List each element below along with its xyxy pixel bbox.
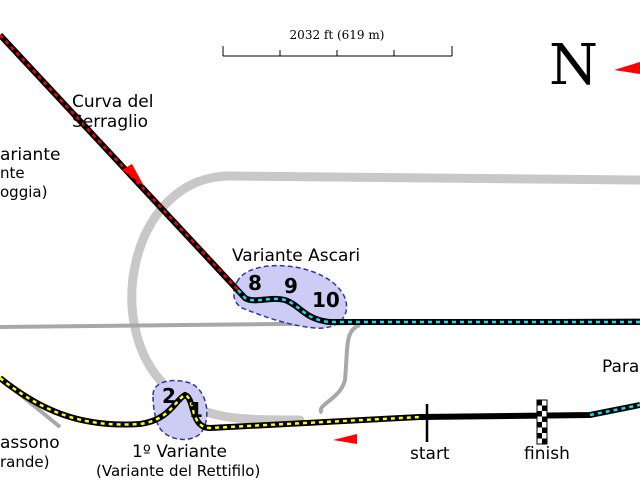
variante-ascari-highlight [232,264,348,329]
service-road-link [318,323,361,415]
direction-arrow-straight [333,434,357,444]
scale-bar [222,46,453,57]
label-curva-serraglio-1: Curva del [72,92,154,112]
direction-arrow-serraglio [122,164,144,186]
label-variante-left-3: oggia) [0,183,47,201]
north-arrow [614,62,640,74]
turn-10: 10 [312,288,340,312]
label-start: start [410,444,450,464]
scale-label: 2032 ft (619 m) [290,28,385,42]
turn-8: 8 [248,271,262,295]
prima-variante-highlight [152,379,208,441]
label-prima-variante-2: (Variante del Rettifilo) [96,462,260,480]
turn-1: 1 [189,398,203,422]
turn-2: 2 [162,384,176,408]
north-label: N [549,33,598,98]
label-parabolica: Para [602,357,639,377]
turn-9: 9 [284,274,298,298]
label-biassono-2: rande) [0,453,49,471]
label-variante-left-2: nte [0,164,25,182]
label-variante-ascari: Variante Ascari [232,246,360,266]
sector-red-dashes [0,34,239,291]
old-oval-track [127,171,640,425]
finish-line [536,399,548,445]
label-biassono-1: assono [0,433,60,453]
label-curva-serraglio-2: Serraglio [72,112,148,132]
label-finish: finish [524,444,570,464]
sector-cyan-dashes-finish [589,403,640,417]
label-variante-left-1: ariante [0,145,60,165]
sector-yellow-dashes [0,377,421,430]
sector-cyan-dashes [237,289,640,324]
label-prima-variante-1: 1º Variante [132,442,227,462]
